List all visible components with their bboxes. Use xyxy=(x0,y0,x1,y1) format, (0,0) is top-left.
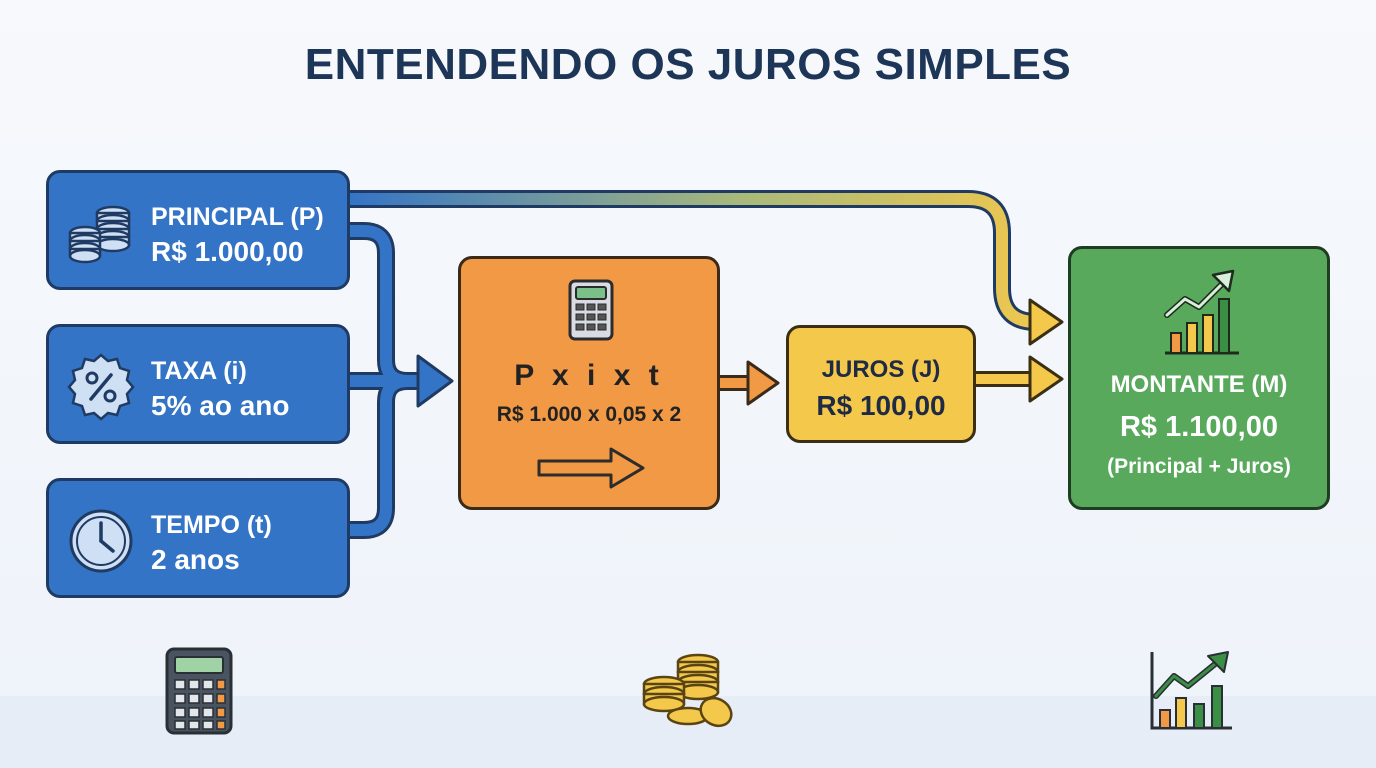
formula-numeric: R$ 1.000 x 0,05 x 2 xyxy=(496,403,682,426)
percent-badge-icon xyxy=(67,353,135,421)
page-title: ENTENDENDO OS JUROS SIMPLES xyxy=(304,40,1072,89)
calculator-icon xyxy=(567,279,615,341)
taxa-label: TAXA (i) xyxy=(151,357,247,385)
tempo-value: 2 anos xyxy=(151,544,240,575)
right-arrow-icon xyxy=(535,445,649,491)
growth-chart-icon xyxy=(1148,650,1234,732)
taxa-box: TAXA (i) 5% ao ano xyxy=(46,324,350,444)
inputs-merge-arrow xyxy=(350,222,454,539)
coins-stack-icon xyxy=(67,199,135,267)
montante-label: MONTANTE (M) xyxy=(1110,371,1288,398)
tempo-label: TEMPO (t) xyxy=(151,511,272,539)
juros-value: R$ 100,00 xyxy=(816,390,946,421)
taxa-value: 5% ao ano xyxy=(151,390,290,421)
juros-label: JUROS (J) xyxy=(821,356,941,383)
principal-to-montante-arrow xyxy=(350,190,1064,346)
growth-chart-icon xyxy=(1161,267,1241,357)
montante-note: (Principal + Juros) xyxy=(1107,455,1291,478)
juros-box: JUROS (J) R$ 100,00 xyxy=(786,325,976,443)
calculation-box: P x i x t R$ 1.000 x 0,05 x 2 xyxy=(458,256,720,510)
formula-text: P x i x t xyxy=(514,359,664,392)
coins-icon xyxy=(640,650,736,732)
montante-box: MONTANTE (M) R$ 1.100,00 (Principal + Ju… xyxy=(1068,246,1330,510)
principal-label: PRINCIPAL (P) xyxy=(151,203,324,231)
montante-value: R$ 1.100,00 xyxy=(1119,411,1278,443)
calculator-icon xyxy=(164,646,234,736)
principal-box: PRINCIPAL (P) R$ 1.000,00 xyxy=(46,170,350,290)
juros-to-montante-arrow xyxy=(976,355,1064,403)
tempo-box: TEMPO (t) 2 anos xyxy=(46,478,350,598)
principal-value: R$ 1.000,00 xyxy=(151,236,304,267)
clock-icon xyxy=(67,507,135,575)
calc-to-juros-arrow xyxy=(720,360,780,406)
